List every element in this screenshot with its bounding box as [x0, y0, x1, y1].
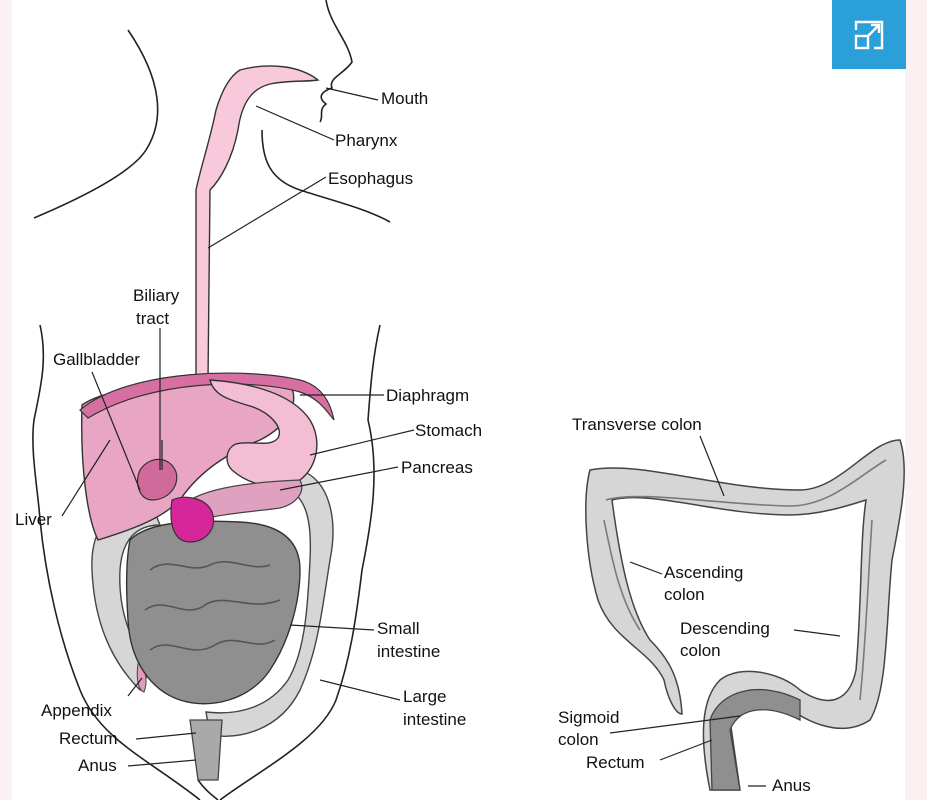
label-stomach: Stomach: [415, 421, 482, 440]
label-liver: Liver: [15, 510, 52, 529]
colon-shape: [585, 439, 905, 791]
label-descending-colon-line2: colon: [680, 641, 721, 660]
label-sigmoid-colon-line1: Sigmoid: [558, 708, 619, 727]
label-rectum: Rectum: [59, 729, 118, 748]
stomach-shape: [209, 379, 318, 487]
label-sigmoid-colon-line2: colon: [558, 730, 599, 749]
label-small-intestine-line2: intestine: [377, 642, 440, 661]
pancreas-shape: [189, 479, 303, 521]
label-large-intestine-line2: intestine: [403, 710, 466, 729]
diaphragm-shape: [79, 372, 335, 421]
label-diaphragm: Diaphragm: [386, 386, 469, 405]
label-transverse-colon: Transverse colon: [572, 415, 702, 434]
label-biliary-line2: tract: [136, 309, 169, 328]
label-colon-rectum: Rectum: [586, 753, 645, 772]
expand-button[interactable]: [832, 0, 906, 69]
expand-icon: [854, 20, 884, 49]
label-mouth: Mouth: [381, 89, 428, 108]
body-outline: [32, 0, 391, 800]
label-appendix: Appendix: [41, 701, 112, 720]
gallbladder-shape: [137, 440, 215, 543]
label-ascending-colon-line1: Ascending: [664, 563, 743, 582]
label-esophagus: Esophagus: [328, 169, 413, 188]
label-gallbladder: Gallbladder: [53, 350, 140, 369]
label-small-intestine-line1: Small: [377, 619, 420, 638]
leader-lines: [61, 87, 415, 767]
esophagus-shape: [195, 65, 320, 381]
label-anus: Anus: [78, 756, 117, 775]
labels-main: Mouth Pharynx Esophagus Biliary tract Ga…: [15, 89, 482, 775]
label-large-intestine-line1: Large: [403, 687, 446, 706]
small-intestine-shape: [125, 520, 301, 705]
label-descending-colon-line1: Descending: [680, 619, 770, 638]
label-pharynx: Pharynx: [335, 131, 398, 150]
labels-colon: Transverse colon Ascending colon Descend…: [558, 415, 811, 795]
label-pancreas: Pancreas: [401, 458, 473, 477]
label-colon-anus: Anus: [772, 776, 811, 795]
label-ascending-colon-line2: colon: [664, 585, 705, 604]
label-biliary-line1: Biliary: [133, 286, 180, 305]
colon-leader-lines: [609, 435, 841, 787]
